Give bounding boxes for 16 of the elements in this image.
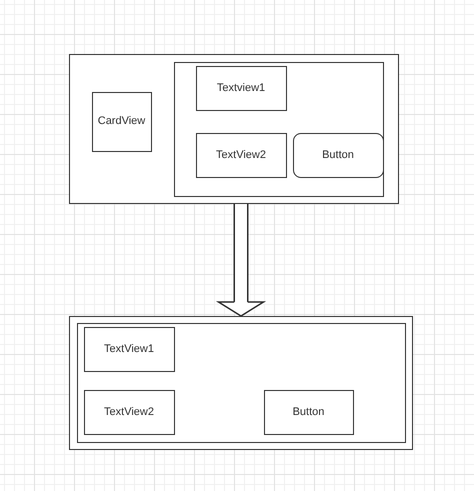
rounded-box [292,132,384,178]
box-label: CardView [98,115,146,128]
component-box [196,132,286,178]
component-box [264,390,354,434]
component-box [92,92,152,152]
inner-frame [174,62,384,196]
component-box [196,66,286,110]
box-label: TextView2 [216,148,266,162]
box-label: Button [292,406,324,418]
component-box [84,326,174,372]
box-label: TextView2 [104,406,154,418]
box-label: TextView1 [104,342,154,356]
box-label: Textview1 [216,82,266,94]
box-label: Button [322,148,354,162]
outer-frame [69,54,399,204]
component-box [84,390,174,434]
